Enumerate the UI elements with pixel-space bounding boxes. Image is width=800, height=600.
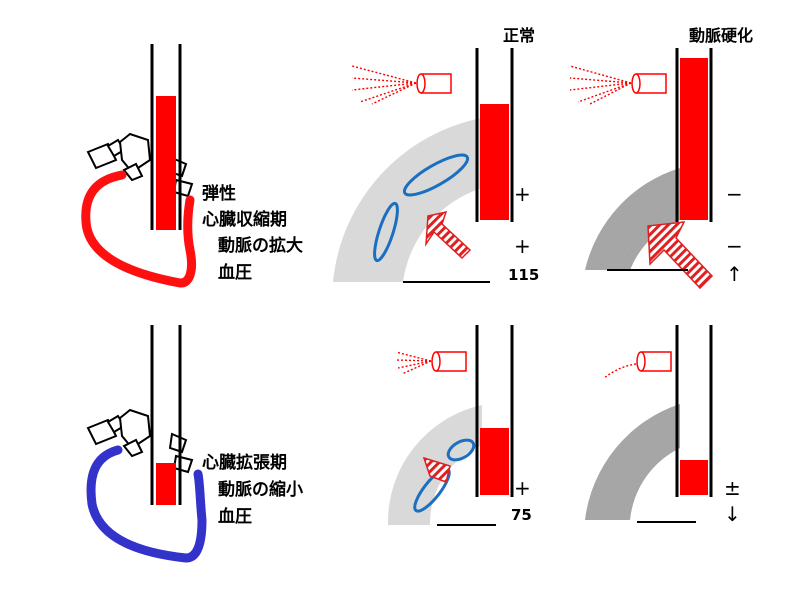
sclerosis-systole-pressure-trend: ↑: [726, 262, 743, 286]
normal-systole-pressure: 115: [508, 266, 540, 284]
blood-vessel-ellipse: [373, 201, 399, 263]
manometer-tube-icon: [150, 325, 182, 505]
spray-nozzle-icon: [603, 351, 672, 379]
sclerosis-systole-panel: [569, 48, 714, 290]
spray-nozzle-icon: [569, 65, 667, 105]
sclerosis-systole-artery-sign: −: [726, 234, 743, 258]
blood-vessel-ellipse: [446, 438, 476, 462]
normal-diastole-pressure: 75: [511, 506, 532, 524]
label-diastole-pressure: 血圧: [218, 507, 252, 527]
manometer-tube-icon: [475, 325, 514, 497]
artery-wall-normal: [333, 118, 482, 282]
spray-nozzle-icon: [395, 351, 467, 375]
label-diastole-phase: 心臓拡張期: [202, 453, 287, 473]
normal-diastole-panel: [387, 325, 514, 526]
normal-systole-elasticity-sign: +: [514, 182, 531, 206]
label-systole-pressure: 血圧: [218, 263, 252, 283]
label-artery-contraction: 動脈の縮小: [218, 480, 303, 500]
label-systole-phase: 心臓収縮期: [202, 210, 287, 230]
blood-vessel-ellipse: [402, 153, 470, 197]
pressure-arrow-icon: [425, 210, 472, 260]
label-artery-dilation: 動脈の拡大: [218, 236, 303, 256]
manometer-tube-icon: [675, 48, 713, 222]
manometer-tube-icon: [675, 325, 713, 497]
manometer-tube-icon: [475, 48, 514, 222]
manometer-tube-icon: [150, 44, 182, 230]
sclerosis-diastole-pressure-trend: ↓: [724, 502, 741, 526]
normal-systole-artery-sign: +: [514, 234, 531, 258]
header-normal: 正常: [503, 26, 536, 45]
sclerosis-systole-elasticity-sign: −: [726, 182, 743, 206]
normal-systole-panel: [333, 48, 514, 283]
sclerosis-diastole-panel: [585, 325, 713, 523]
pressure-arrow-icon: [422, 456, 451, 483]
spray-nozzle-icon: [351, 65, 452, 105]
artery-wall-sclerosis: [585, 404, 680, 520]
pressure-arrow-icon: [647, 221, 714, 290]
heart-outline-icon: [86, 445, 207, 563]
sclerosis-diastole-artery-sign: ±: [724, 476, 741, 500]
heart-outline-icon: [81, 170, 197, 288]
normal-diastole-artery-sign: +: [514, 476, 531, 500]
header-sclerosis: 動脈硬化: [689, 26, 754, 45]
heart-diastole: [86, 408, 207, 563]
heart-systole: [81, 132, 197, 288]
artery-wall-sclerosis: [585, 168, 680, 270]
label-elasticity: 弾性: [202, 184, 236, 204]
